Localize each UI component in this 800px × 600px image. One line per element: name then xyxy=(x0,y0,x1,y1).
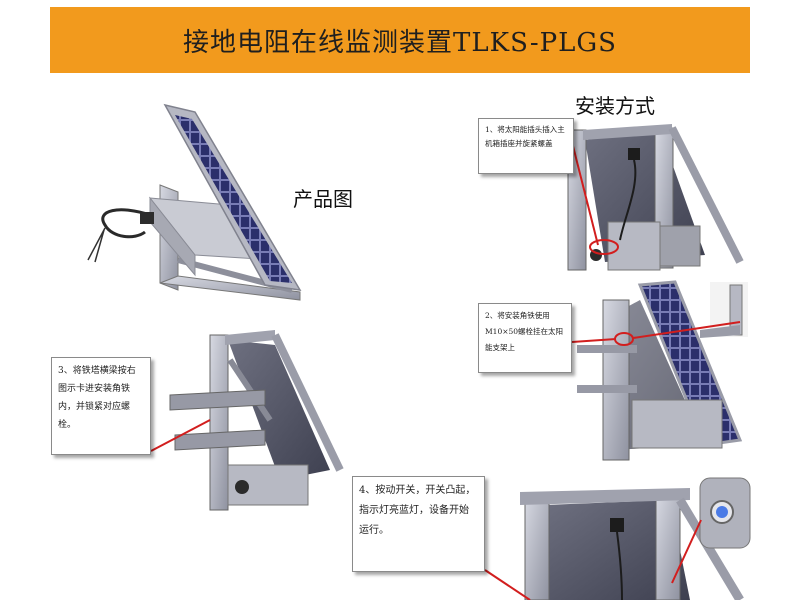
install-image-4 xyxy=(484,477,751,600)
step-4-callout: 4、按动开关，开关凸起，指示灯亮蓝灯，设备开始运行。 xyxy=(352,476,485,572)
install-image-1 xyxy=(567,122,744,272)
step-1-callout: 1、将太阳能插头插入主机箱插座并旋紧螺盖 xyxy=(478,118,574,174)
install-image-3 xyxy=(150,330,344,511)
step-2-callout: 2、将安装角铁使用M10×50螺栓挂在太阳能支架上 xyxy=(478,303,572,373)
product-image xyxy=(87,103,302,301)
product-image-label: 产品图 xyxy=(293,187,353,211)
installation-method-label: 安装方式 xyxy=(575,94,655,118)
step-3-callout: 3、将铁塔横梁按右图示卡进安装角铁内，并锁紧对应螺栓。 xyxy=(51,357,151,455)
install-image-2 xyxy=(571,280,748,461)
page-title: 接地电阻在线监测装置TLKS-PLGS xyxy=(183,28,617,58)
title-bar: 接地电阻在线监测装置TLKS-PLGS xyxy=(50,7,750,73)
